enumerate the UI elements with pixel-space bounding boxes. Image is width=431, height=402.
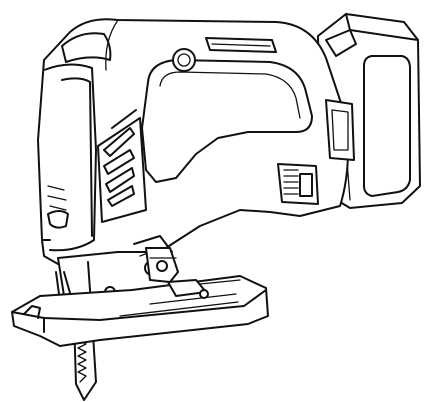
bevel-adjust-lever [145,247,179,283]
top-vents [172,37,277,72]
front-grip [41,63,97,252]
grip-ridges [97,109,147,223]
base-plate [11,275,269,347]
speed-selector [277,99,355,205]
